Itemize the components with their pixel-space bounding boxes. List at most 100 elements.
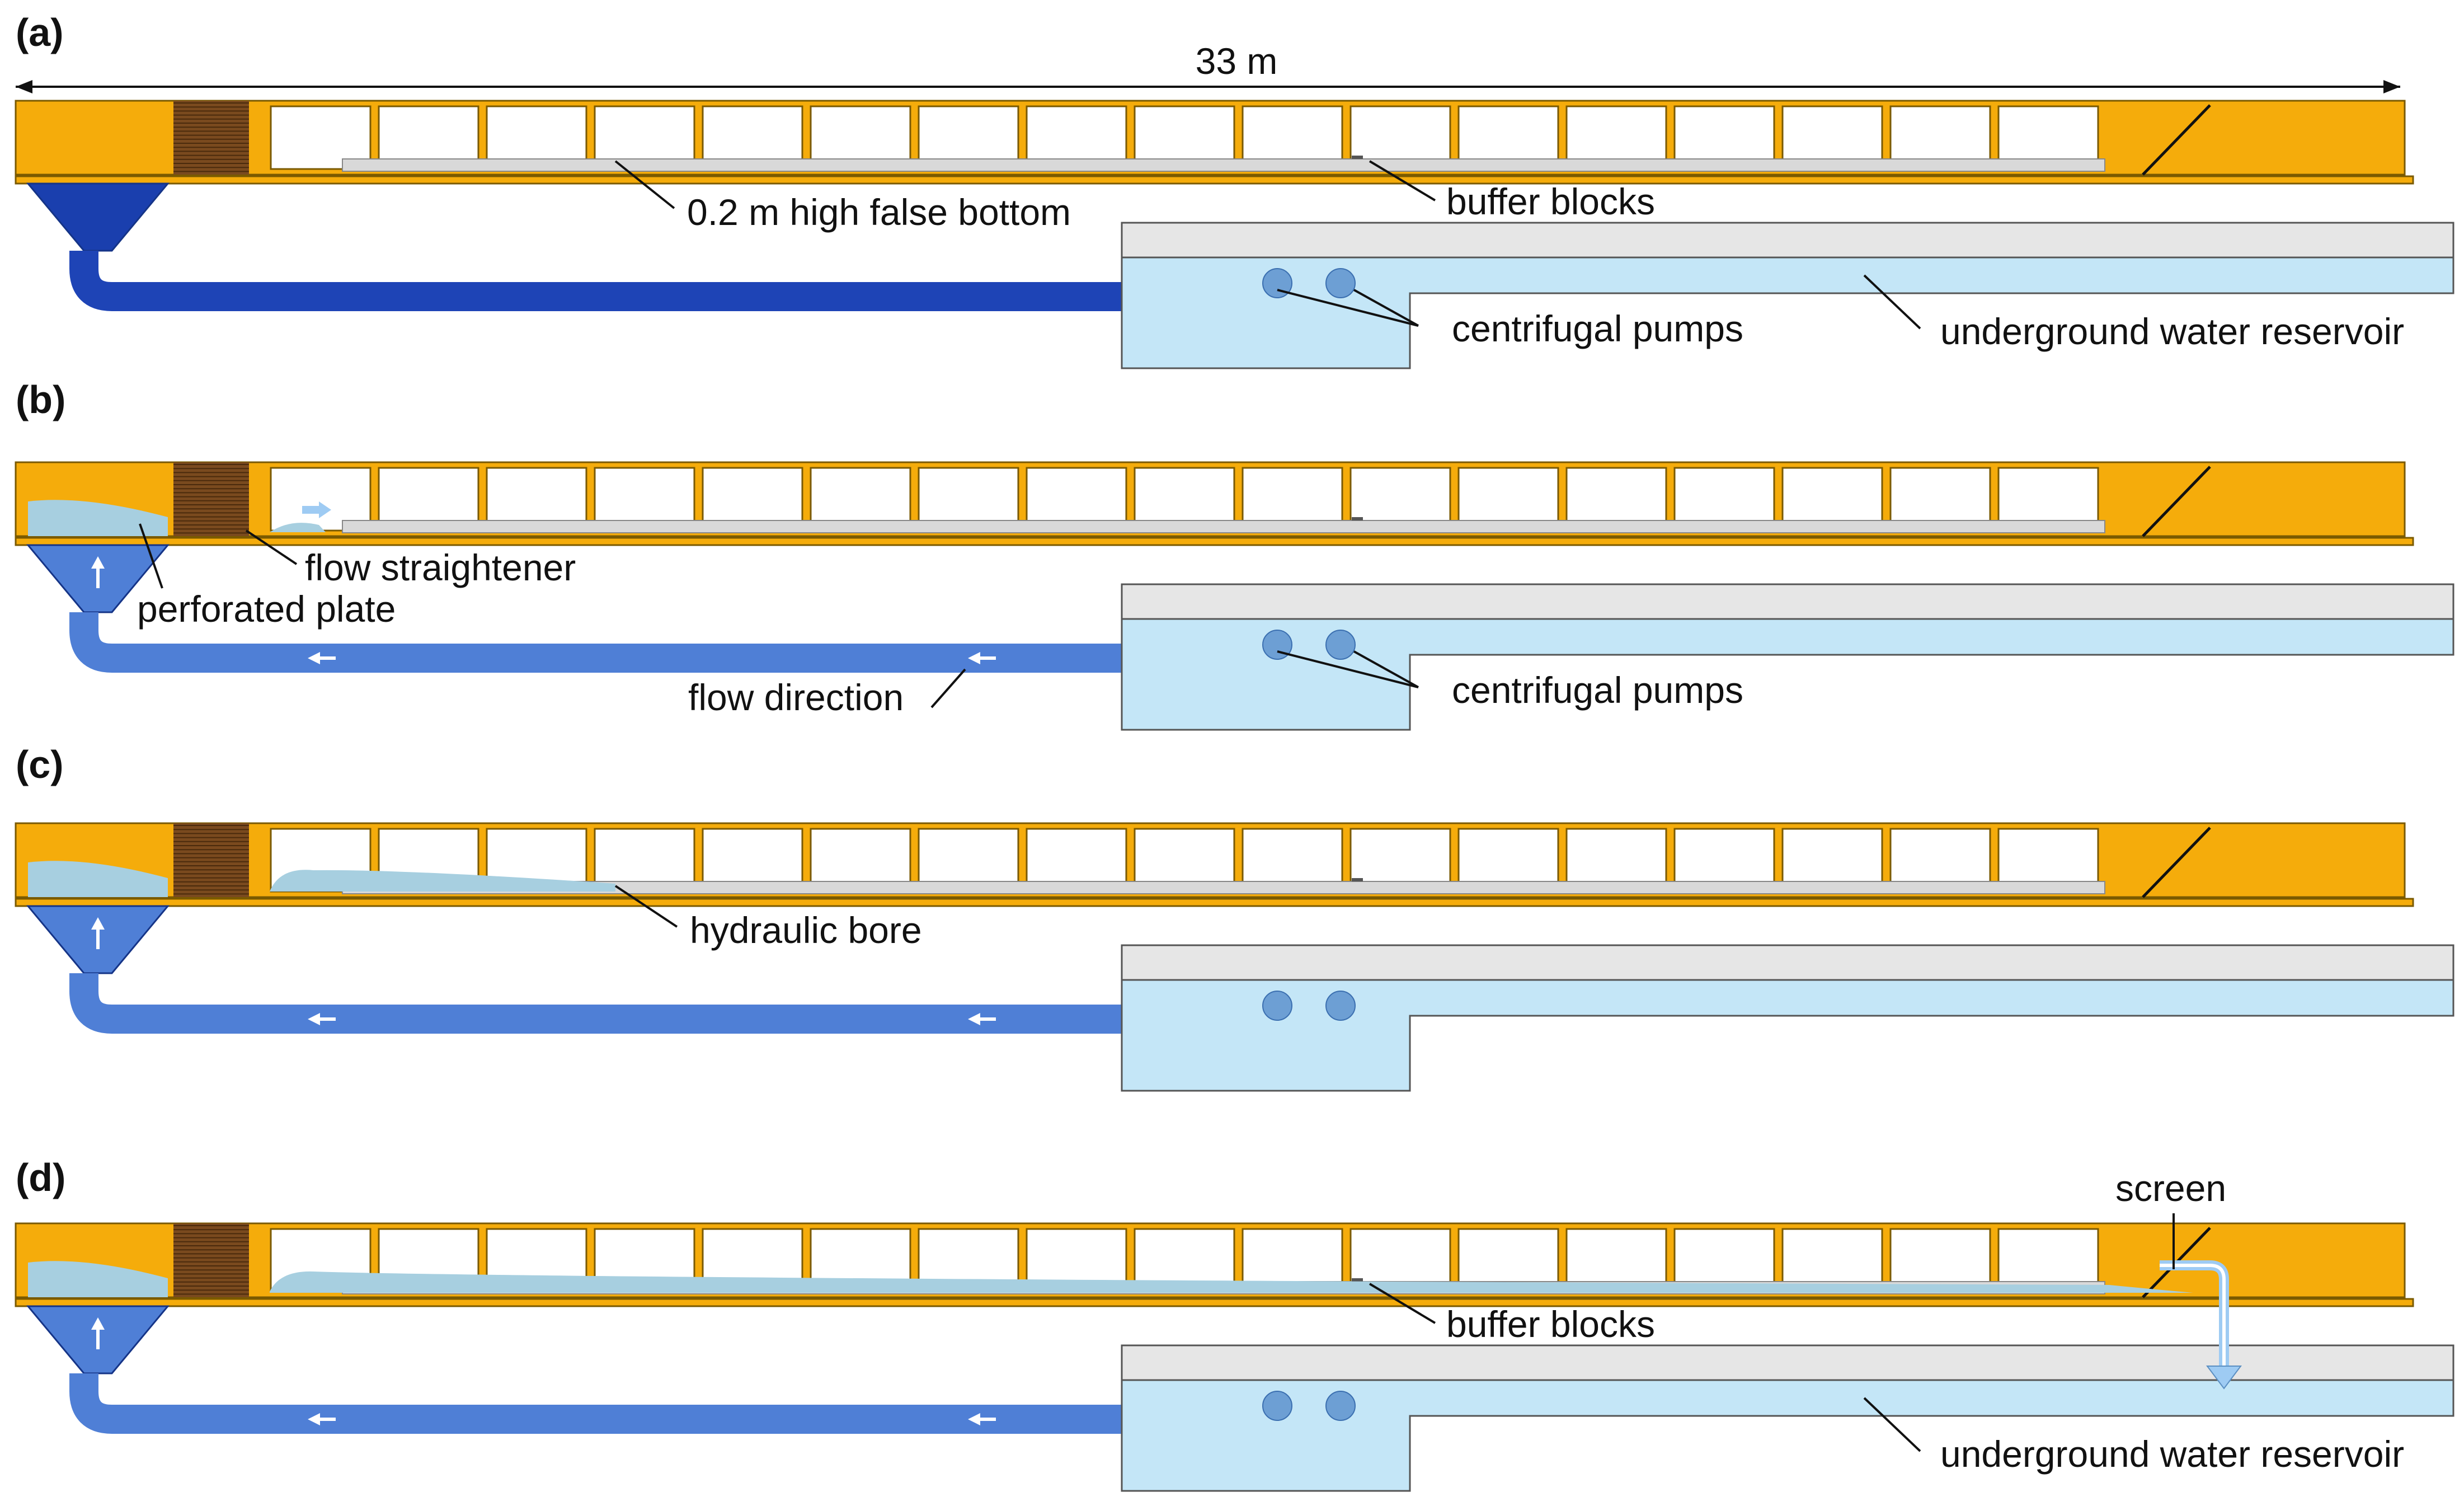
false-bottom-label: 0.2 m high false bottom xyxy=(687,191,1071,233)
panel-b: (b) centrifugal pumps flow straightenerper… xyxy=(15,378,2454,731)
reservoir-water xyxy=(1121,1379,2454,1492)
flume-rail xyxy=(15,175,2414,185)
up-arrow-head xyxy=(91,1317,105,1330)
underground-water-reservoir-label: underground water reservoir xyxy=(1940,1433,2404,1475)
centrifugal-pumps-label: centrifugal pumps xyxy=(1452,308,1743,349)
flow-direction-label: flow direction xyxy=(688,677,904,718)
left-arrow-icon xyxy=(968,652,996,664)
buffer-blocks-leader xyxy=(1369,1283,1436,1324)
supply-pipe xyxy=(69,251,1122,311)
centrifugal-pump-2 xyxy=(1325,991,1356,1021)
underground-water-reservoir xyxy=(1121,222,2454,369)
underground-water-reservoir xyxy=(1121,583,2454,731)
reservoir-leader xyxy=(1863,274,1921,330)
dimension-arrow-right-icon xyxy=(2383,80,2400,93)
up-arrow-head xyxy=(91,917,105,930)
inflow-water xyxy=(270,523,326,532)
flow-straightener-body xyxy=(173,462,249,536)
panel-label-b: (b) xyxy=(16,378,65,421)
buffer-blocks-leader xyxy=(1369,160,1436,201)
dimension-33m: 33 m xyxy=(16,40,2400,93)
bore-arrow-head xyxy=(319,501,331,518)
left-arrow-icon xyxy=(308,1013,336,1025)
reservoir-water xyxy=(1121,256,2454,369)
perforated-plate-leader xyxy=(139,523,163,589)
flow-straightener-body xyxy=(173,101,249,175)
supply-pipe xyxy=(69,973,1122,1034)
left-arrow-head xyxy=(968,1413,980,1425)
left-arrow-head xyxy=(968,1013,980,1025)
bore-arrow-shaft xyxy=(302,506,320,514)
tank-water xyxy=(28,861,168,897)
outflow-arrow-core xyxy=(2160,1264,2226,1368)
flume-rail xyxy=(15,1298,2414,1307)
dimension-label: 33 m xyxy=(1196,40,1278,82)
false-bottom xyxy=(342,520,2105,533)
supply-pipe xyxy=(69,612,1122,673)
perforated-plate-label: perforated plate xyxy=(137,588,396,630)
flow-straightener xyxy=(173,823,249,897)
buffer-blocks-mark xyxy=(1352,1278,1363,1282)
hydraulic-bore-leader xyxy=(614,885,678,928)
centrifugal-pump-2 xyxy=(1325,630,1356,660)
buffer-blocks-mark xyxy=(1352,878,1363,881)
flow-direction-leader xyxy=(930,668,966,709)
up-arrow-icon xyxy=(91,556,105,588)
buffer-blocks-mark xyxy=(1352,156,1363,159)
pump-2-leader xyxy=(1353,650,1419,688)
false-bottom xyxy=(342,158,2105,172)
centrifugal-pump-2 xyxy=(1325,268,1356,298)
centrifugal-pump-1 xyxy=(1262,991,1292,1021)
reservoir-lid xyxy=(1121,583,2454,620)
centrifugal-pumps-label: centrifugal pumps xyxy=(1452,669,1743,711)
reservoir-lid xyxy=(1121,1344,2454,1381)
header-tank xyxy=(26,182,170,252)
left-arrow-head xyxy=(308,1413,320,1425)
panel-label-d: (d) xyxy=(16,1156,65,1199)
flow-straightener-body xyxy=(173,1223,249,1297)
screen-label: screen xyxy=(2115,1167,2226,1209)
centrifugal-pump-2 xyxy=(1325,1391,1356,1421)
reservoir-lid xyxy=(1121,944,2454,981)
left-arrow-head xyxy=(308,1013,320,1025)
centrifugal-pump-1 xyxy=(1262,1391,1292,1421)
flume-rail xyxy=(15,898,2414,907)
hydraulic-bore-label: hydraulic bore xyxy=(690,909,922,951)
reservoir-water xyxy=(1121,618,2454,731)
flume-water xyxy=(270,1271,2193,1293)
dimension-arrow-left-icon xyxy=(16,80,32,93)
buffer-blocks-label: buffer blocks xyxy=(1446,1303,1655,1345)
up-arrow-icon xyxy=(91,917,105,949)
panel-a: (a) 0.2 m high false bottom buffer blocks c… xyxy=(15,11,2454,369)
right-arrow-icon xyxy=(302,501,331,518)
panel-d: (d) buffer blocks underground water reserv… xyxy=(15,1156,2454,1492)
false-bottom-leader xyxy=(614,160,675,209)
up-arrow-icon xyxy=(91,1317,105,1349)
supply-pipe xyxy=(69,1373,1122,1434)
left-arrow-head xyxy=(968,652,980,664)
buffer-blocks-label: buffer blocks xyxy=(1446,181,1655,222)
panel-c: (c) hydraulic bore xyxy=(15,743,2454,1092)
centrifugal-pump-1 xyxy=(1262,268,1292,298)
reservoir-lid xyxy=(1121,222,2454,259)
down-arrow-icon xyxy=(2160,1260,2242,1390)
pump-2-leader xyxy=(1353,289,1419,327)
centrifugal-pump-1 xyxy=(1262,630,1292,660)
underground-water-reservoir xyxy=(1121,944,2454,1092)
left-arrow-head xyxy=(308,652,320,664)
screen-line xyxy=(2142,104,2211,176)
left-arrow-icon xyxy=(968,1413,996,1425)
left-arrow-icon xyxy=(968,1013,996,1025)
flow-straightener-label: flow straightener xyxy=(305,547,576,588)
reservoir-leader xyxy=(1863,1397,1921,1452)
pump-1-leader xyxy=(1277,289,1419,327)
panel-label-a: (a) xyxy=(16,11,64,54)
left-arrow-icon xyxy=(308,1413,336,1425)
flow-straightener-body xyxy=(173,823,249,897)
flume-rail xyxy=(15,537,2414,546)
panel-label-c: (c) xyxy=(16,743,64,786)
screen-line xyxy=(2142,827,2211,898)
up-arrow-head xyxy=(91,556,105,569)
pump-1-leader xyxy=(1277,650,1419,688)
